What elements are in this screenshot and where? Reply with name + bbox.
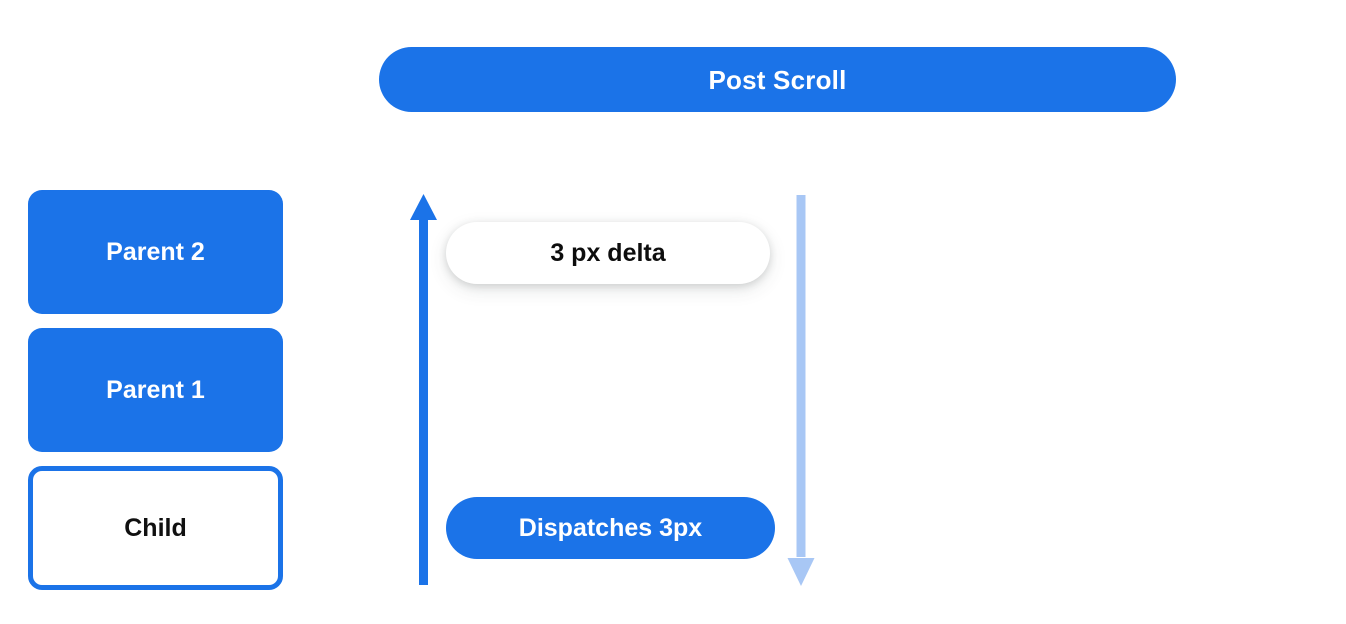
scroll-down-arrow-icon [787, 195, 815, 586]
bubble-up-arrow-icon [410, 194, 437, 585]
node-box-parent-1[interactable]: Parent 1 [28, 328, 283, 452]
post-scroll-header-label: Post Scroll [708, 64, 847, 95]
delta-pill-label: 3 px delta [550, 238, 666, 267]
post-scroll-header: Post Scroll [379, 47, 1176, 112]
node-box-parent-1-label: Parent 1 [106, 375, 205, 404]
node-box-parent-2-label: Parent 2 [106, 237, 205, 266]
node-box-child-label: Child [124, 513, 187, 542]
node-stack: Parent 2 Parent 1 Child [28, 190, 283, 590]
node-box-parent-2[interactable]: Parent 2 [28, 190, 283, 314]
delta-pill: 3 px delta [446, 222, 770, 284]
dispatch-pill: Dispatches 3px [446, 497, 775, 559]
node-box-child[interactable]: Child [28, 466, 283, 590]
dispatch-pill-label: Dispatches 3px [518, 513, 703, 542]
